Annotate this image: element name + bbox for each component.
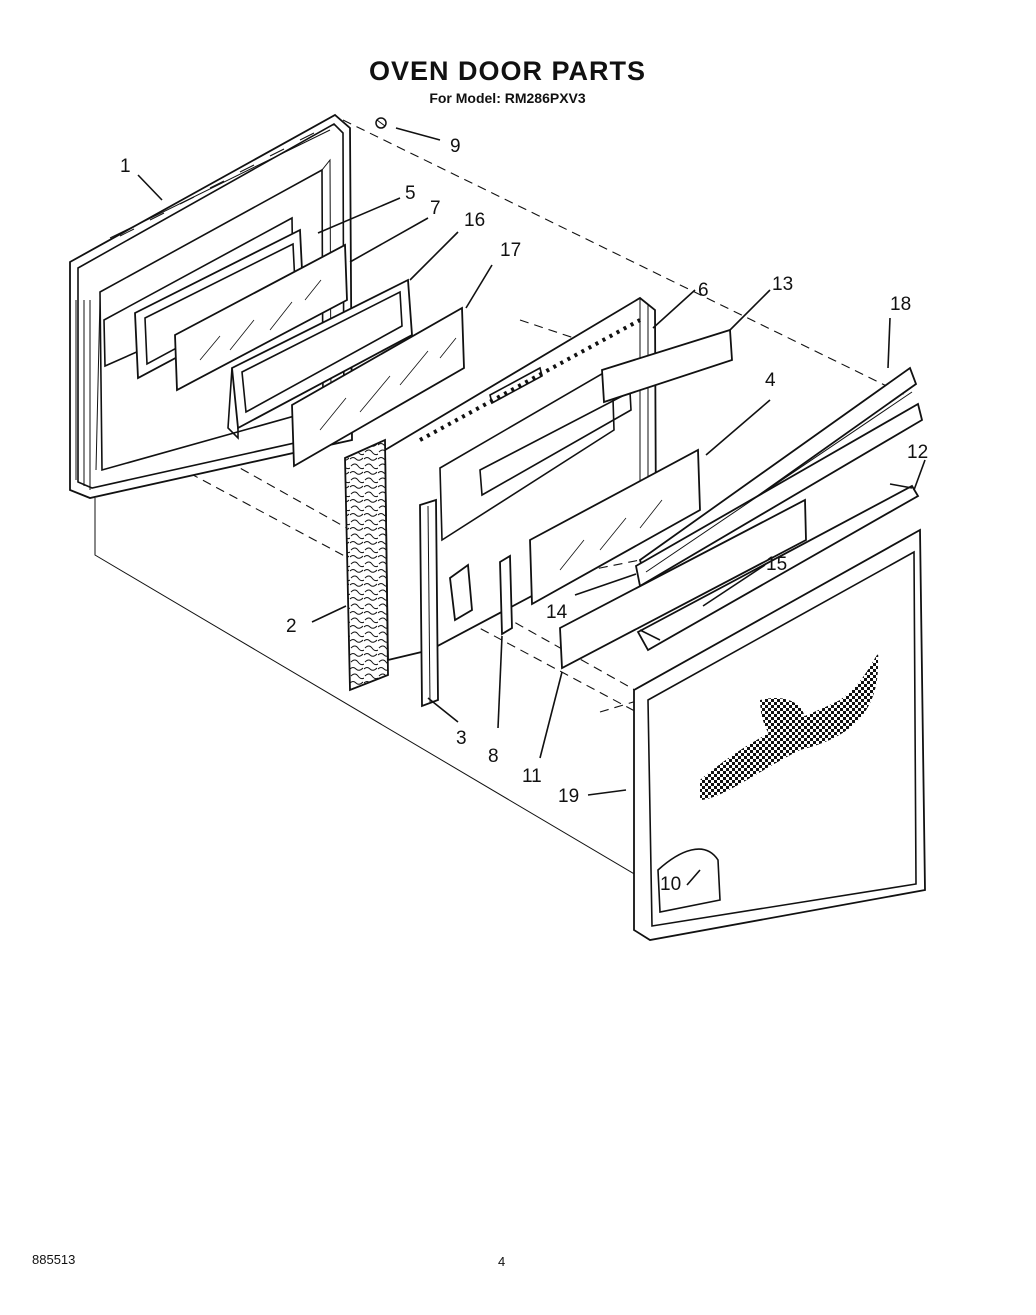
part-8-bracket	[449, 554, 513, 636]
callout-7: 7	[430, 198, 441, 219]
callout-9: 9	[450, 136, 461, 157]
part-4-window-glass	[529, 448, 701, 606]
part-16-glass-pack	[227, 278, 413, 440]
callout-10: 10	[660, 874, 681, 895]
part-15-vent-baffle	[559, 498, 807, 670]
callout-13: 13	[772, 274, 793, 295]
callout-14: 14	[546, 602, 568, 623]
callout-19: 19	[558, 786, 579, 807]
part-7-inner-glass	[174, 243, 348, 392]
part-19-outer-door-panel	[633, 528, 926, 941]
callout-4: 4	[765, 370, 776, 391]
callout-1: 1	[120, 156, 131, 177]
callout-18: 18	[890, 294, 911, 315]
part-17-window-glass	[291, 306, 465, 468]
part-12-handle	[636, 483, 920, 652]
callout-16: 16	[464, 210, 485, 231]
document-number: 885513	[32, 1252, 76, 1267]
part-2-insulation	[344, 438, 389, 692]
callout-11: 11	[522, 766, 542, 787]
callout-12: 12	[907, 442, 928, 463]
callout-5: 5	[405, 183, 416, 204]
part-13-strip	[601, 328, 733, 404]
callout-2: 2	[286, 616, 297, 637]
part-18-top-trim	[634, 366, 924, 588]
callout-8: 8	[488, 746, 499, 767]
model-subtitle: For Model: RM286PXV3	[429, 90, 586, 106]
diagram-title: OVEN DOOR PARTS	[368, 56, 647, 86]
callout-6: 6	[698, 280, 709, 301]
leader-lines	[137, 127, 926, 886]
page-number: 4	[498, 1254, 506, 1269]
part-9-screw	[375, 117, 387, 129]
callout-15: 15	[766, 554, 787, 575]
part-3-seal-strip	[419, 498, 439, 708]
callout-17: 17	[500, 240, 521, 261]
callout-3: 3	[456, 728, 467, 749]
